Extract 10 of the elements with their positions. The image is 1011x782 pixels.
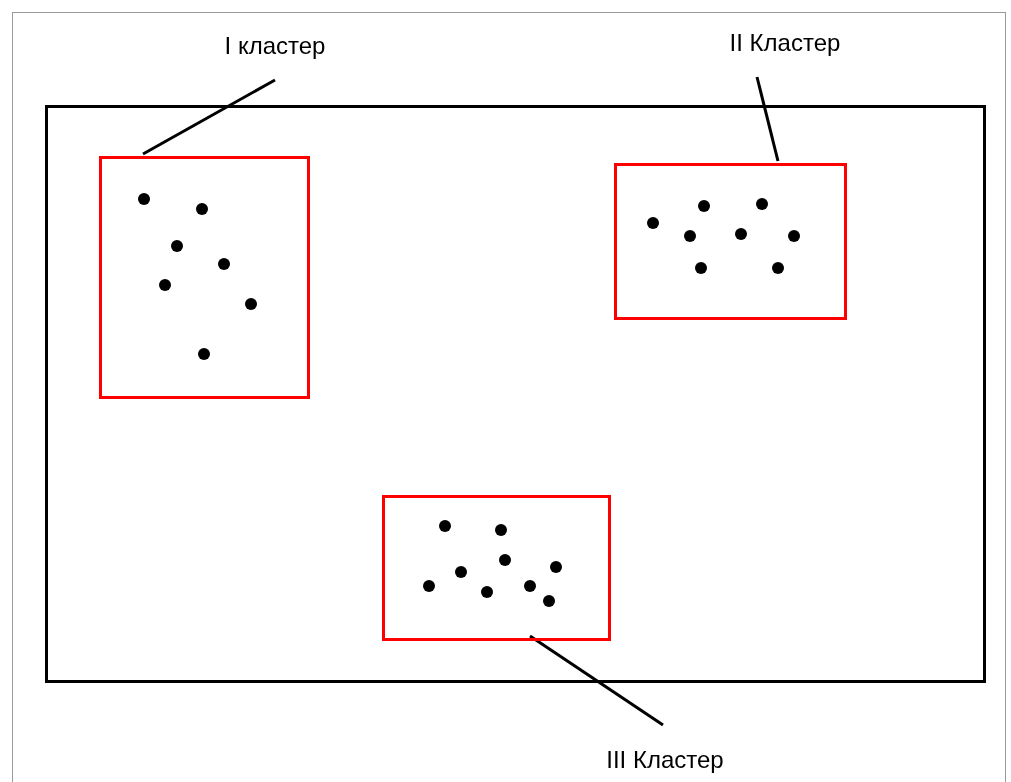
cluster-box — [614, 163, 847, 320]
cluster-label: II Кластер — [690, 25, 880, 61]
region-box — [45, 105, 986, 683]
leader-line — [755, 76, 780, 162]
leader-line — [529, 634, 664, 727]
leader-line — [142, 78, 276, 156]
cluster-box — [382, 495, 611, 641]
cluster-label: I кластер — [180, 28, 370, 64]
cluster-label: III Кластер — [570, 742, 760, 778]
cluster-box — [99, 156, 310, 399]
